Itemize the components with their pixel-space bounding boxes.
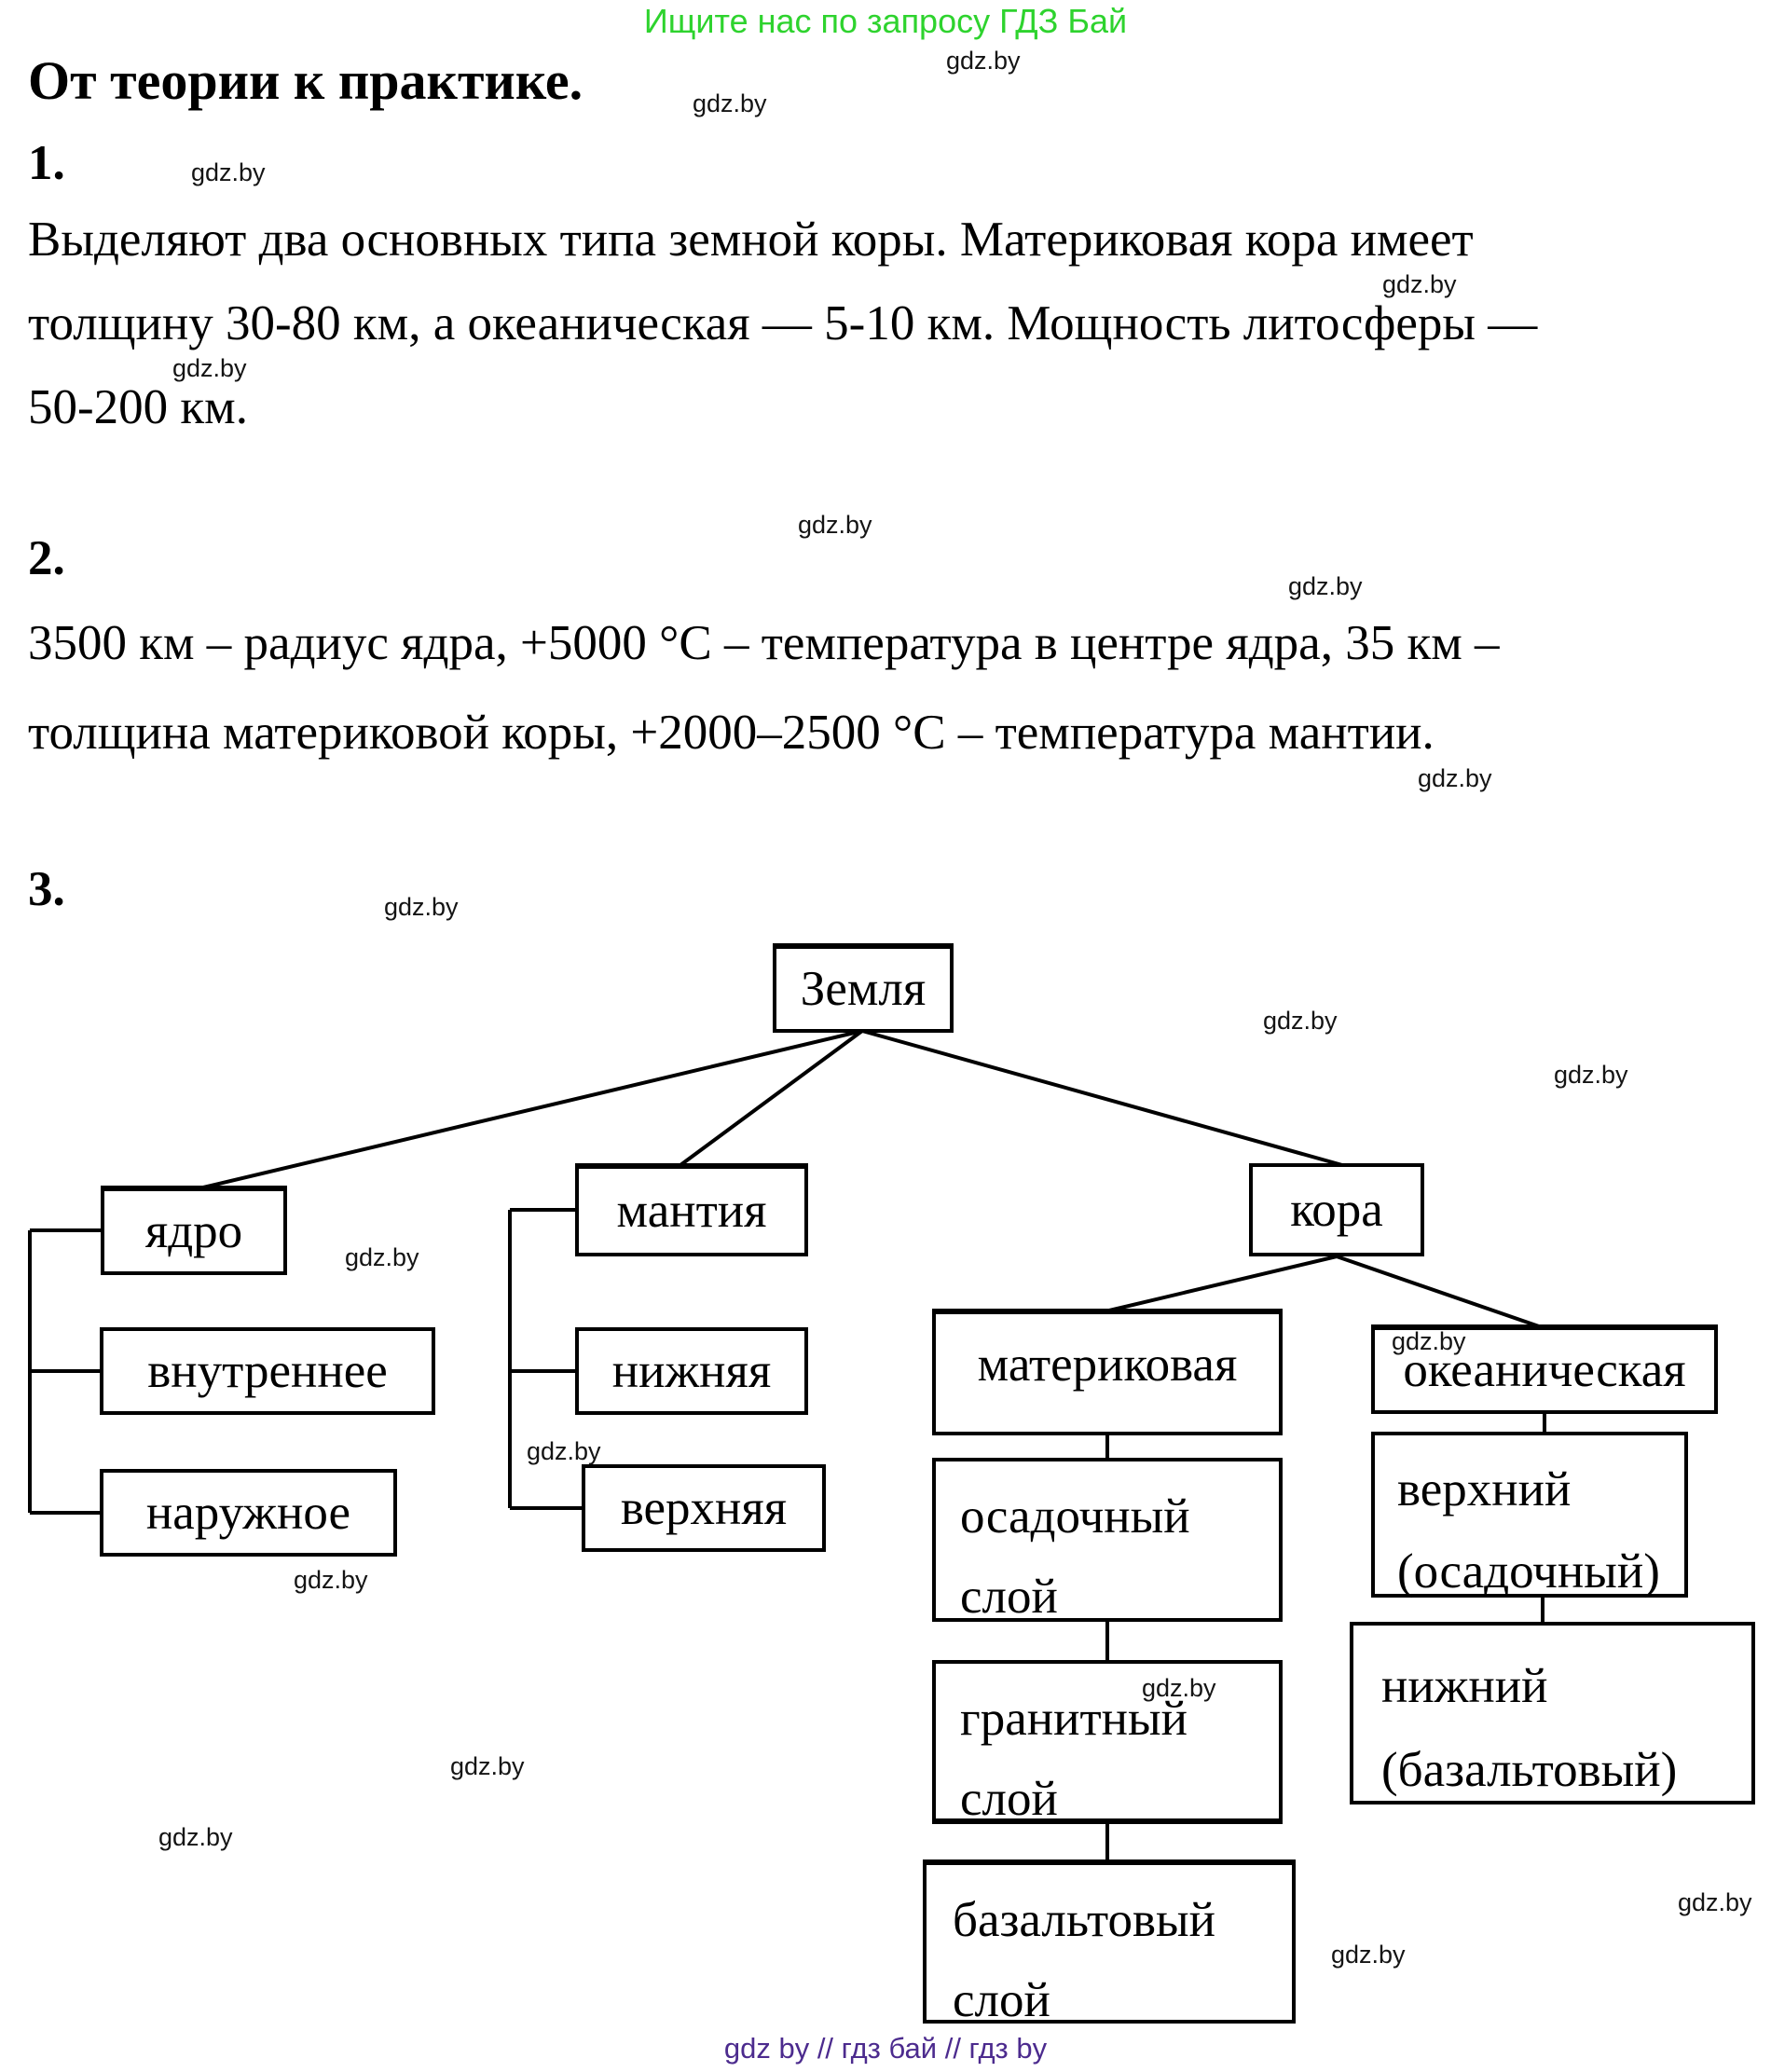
diagram-node-oceanic-upper-layer: верхний (осадочный) [1371, 1432, 1688, 1599]
promo-banner: Ищите нас по запросу ГДЗ Бай [643, 2, 1128, 40]
diagram-node-crust-oceanic: океаническая [1371, 1324, 1718, 1414]
watermark: gdz.by [1263, 1007, 1338, 1035]
diagram-node-granite-layer: гранитный слой [932, 1660, 1283, 1826]
watermark: gdz.by [1142, 1674, 1216, 1702]
page-title: От теории к практике. [28, 50, 583, 111]
diagram-node-basalt-layer: базальтовый слой [923, 1859, 1296, 2027]
text-line: 50-200 км. [28, 380, 248, 434]
text-line: 3500 км – радиус ядра, +5000 °С – темпер… [28, 616, 1500, 670]
text-line: толщина материковой коры, +2000–2500 °С … [28, 706, 1435, 760]
watermark: gdz.by [1331, 1941, 1406, 1969]
watermark: gdz.by [158, 1823, 233, 1851]
diagram-node-oceanic-lower-layer: нижний (базальтовый) [1350, 1622, 1755, 1804]
watermark: gdz.by [345, 1243, 419, 1271]
watermark: gdz.by [172, 354, 247, 382]
text-line: толщину 30-80 км, а океаническая — 5-10 … [28, 296, 1538, 350]
watermark: gdz.by [693, 89, 767, 117]
diagram-node-sediment-layer: осадочный слой [932, 1458, 1283, 1624]
diagram-node-crust-continental: материковая [932, 1309, 1283, 1435]
diagram-node-core: ядро [101, 1186, 287, 1275]
section-2-text: 3500 км – радиус ядра, +5000 °С – темпер… [28, 598, 1724, 777]
text-line: Выделяют два основных типа земной коры. … [28, 213, 1474, 267]
watermark: gdz.by [798, 511, 872, 539]
watermark: gdz.by [294, 1566, 368, 1594]
section-1-text: Выделяют два основных типа земной коры. … [28, 198, 1724, 449]
watermark: gdz.by [1418, 764, 1492, 792]
watermark: gdz.by [191, 158, 266, 186]
section-1-number: 1. [28, 136, 65, 190]
footer-text: gdz by // гдз бай // гдз by [723, 2032, 1048, 2065]
diagram-node-crust: кора [1249, 1163, 1424, 1256]
watermark: gdz.by [450, 1752, 525, 1780]
watermark: gdz.by [1554, 1061, 1628, 1089]
watermark: gdz.by [1678, 1888, 1752, 1916]
diagram-node-mantle-upper: верхняя [582, 1464, 826, 1552]
diagram-node-mantle: мантия [575, 1163, 808, 1256]
section-2-number: 2. [28, 531, 65, 585]
diagram-node-core-outer: наружное [100, 1469, 397, 1557]
watermark: gdz.by [1288, 572, 1363, 600]
watermark: gdz.by [527, 1437, 601, 1465]
watermark: gdz.by [1382, 270, 1457, 298]
watermark: gdz.by [1392, 1327, 1466, 1355]
diagram-node-earth: Земля [773, 943, 954, 1033]
diagram-node-mantle-lower: нижняя [575, 1327, 808, 1415]
diagram-node-core-inner: внутреннее [100, 1327, 435, 1415]
watermark: gdz.by [946, 47, 1021, 75]
section-3-number: 3. [28, 862, 65, 916]
watermark: gdz.by [384, 893, 459, 921]
